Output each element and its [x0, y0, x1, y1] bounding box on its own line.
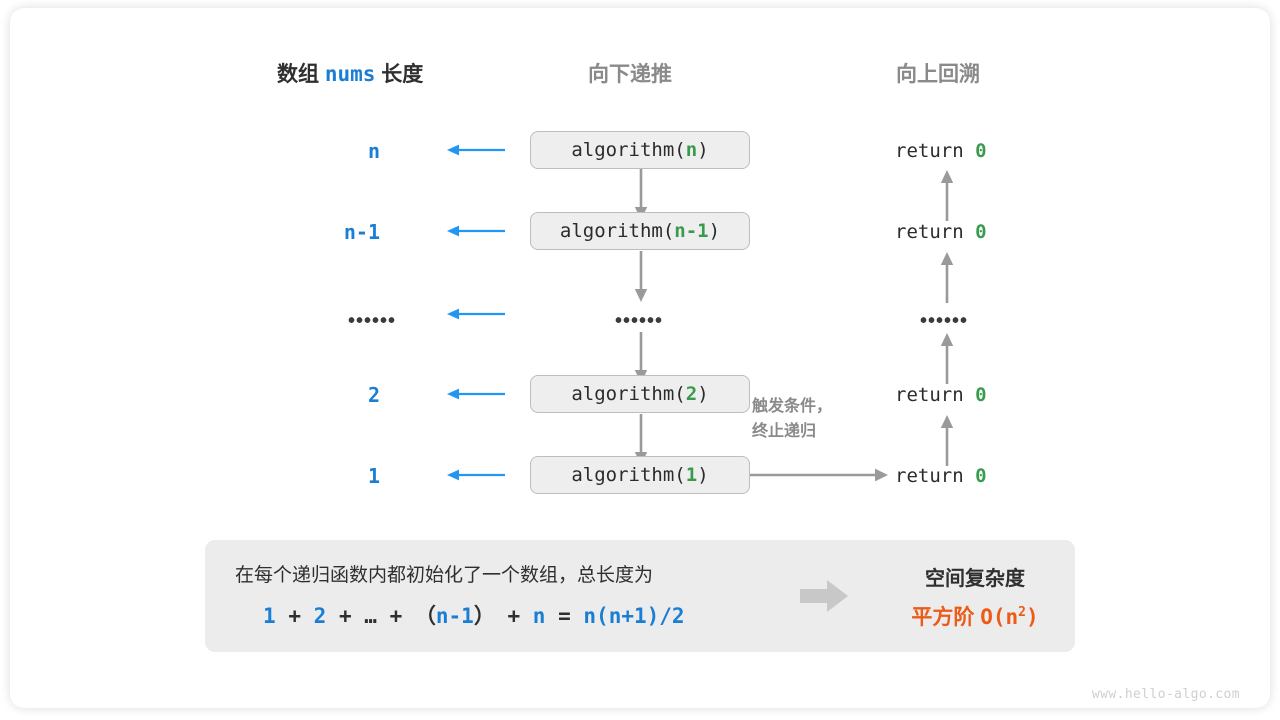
termination-annotation-line1: 触发条件， [752, 398, 833, 415]
implies-arrow-icon [800, 578, 850, 619]
return-ellipsis-row-2: •••••• [920, 310, 969, 332]
assign-arrow-row-2 [445, 305, 507, 328]
base-case-return-arrow [750, 466, 890, 489]
termination-annotation-line2: 终止递归 [752, 422, 817, 440]
complexity-big-o: O(n2) [980, 605, 1038, 629]
formula-op-1: + [288, 604, 301, 628]
call-suffix-row-4: ) [697, 464, 709, 486]
call-arg-row-4: 1 [685, 464, 698, 486]
header-array-code: nums [324, 62, 376, 86]
complexity-big-o-exponent: 2 [1018, 605, 1026, 620]
assign-arrow-row-0 [445, 141, 507, 164]
call-prefix-row-3: algorithm( [571, 383, 686, 405]
return-label-row-4: return [895, 465, 964, 487]
formula-paren-open: （ [414, 604, 436, 628]
complexity-big-o-suffix: ) [1025, 605, 1039, 629]
formula-op-2: + [338, 604, 352, 628]
summary-panel: 在每个递归函数内都初始化了一个数组，总长度为 1 + 2 + … + （n-1）… [205, 540, 1075, 652]
formula-paren-close: ） [473, 604, 495, 628]
length-label-row-0: n [367, 139, 380, 163]
length-label-row-4: 1 [367, 464, 380, 488]
termination-annotation: 触发条件， 终止递归 [752, 395, 832, 445]
summary-formula: 1 + 2 + … + （n-1） + n = n(n+1)/2 [263, 600, 685, 630]
formula-result: n(n+1)/2 [583, 604, 685, 628]
backtrack-arrow-2-to-1 [938, 251, 956, 308]
return-value-row-0: 0 [975, 140, 987, 162]
return-row-0: return 0 [895, 140, 987, 162]
return-row-4: return 0 [895, 465, 987, 487]
backtrack-arrow-1-to-0 [938, 169, 956, 226]
backtrack-arrow-4-to-3 [938, 414, 956, 471]
watermark: www.hello-algo.com [1091, 687, 1240, 702]
length-label-row-3: 2 [367, 383, 380, 407]
call-box-row-1[interactable]: algorithm(n-1) [530, 212, 750, 250]
call-suffix-row-1: ) [708, 220, 721, 242]
header-array-length: 数组 nums 长度 [277, 58, 423, 88]
complexity-value: 平方阶 O(n2) [875, 601, 1075, 631]
return-row-1: return 0 [895, 221, 987, 243]
assign-arrow-row-3 [445, 385, 507, 408]
call-suffix-row-0: ) [697, 139, 709, 161]
call-prefix-row-1: algorithm( [559, 220, 675, 242]
return-label-row-1: return [895, 221, 964, 243]
return-value-row-4: 0 [975, 465, 987, 487]
return-label-row-0: return [895, 140, 964, 162]
call-prefix-row-4: algorithm( [571, 464, 686, 486]
return-label-row-3: return [895, 384, 964, 406]
complexity-big-o-prefix: O(n [980, 605, 1019, 629]
call-box-row-3[interactable]: algorithm(2) [530, 375, 750, 413]
call-box-row-0[interactable]: algorithm(n) [530, 131, 750, 169]
formula-term-2: 2 [313, 604, 327, 628]
return-value-row-3: 0 [975, 384, 987, 406]
header-array-prefix: 数组 [277, 63, 319, 86]
call-arg-row-3: 2 [685, 383, 698, 405]
assign-arrow-row-4 [445, 466, 507, 489]
return-row-3: return 0 [895, 384, 987, 406]
length-label-row-2: •••••• [348, 310, 397, 332]
formula-term-5: n [532, 604, 546, 628]
recurse-arrow-1-to-2 [632, 251, 650, 308]
call-suffix-row-3: ) [697, 383, 709, 405]
formula-op-3: + [389, 604, 403, 628]
length-label-row-1: n-1 [343, 220, 380, 244]
header-recurse-down: 向下递推 [588, 63, 672, 86]
summary-description: 在每个递归函数内都初始化了一个数组，总长度为 [235, 565, 654, 586]
call-arg-row-1: n-1 [674, 220, 709, 242]
formula-term-1: 1 [263, 604, 276, 628]
call-arg-row-0: n [685, 139, 698, 161]
call-box-row-4[interactable]: algorithm(1) [530, 456, 750, 494]
call-prefix-row-0: algorithm( [571, 139, 686, 161]
header-backtrack-up: 向上回溯 [896, 63, 980, 86]
backtrack-arrow-3-to-2 [938, 332, 956, 389]
complexity-order-label: 平方阶 [911, 606, 975, 629]
complexity-title: 空间复杂度 [925, 568, 1025, 590]
call-ellipsis-row-2: •••••• [615, 310, 664, 332]
header-array-suffix: 长度 [381, 63, 424, 86]
formula-equals: = [558, 604, 571, 628]
formula-ellipsis: … [364, 604, 377, 628]
assign-arrow-row-1 [445, 222, 507, 245]
formula-term-4: n-1 [435, 604, 474, 628]
formula-op-4: + [507, 604, 521, 628]
return-value-row-1: 0 [975, 221, 987, 243]
